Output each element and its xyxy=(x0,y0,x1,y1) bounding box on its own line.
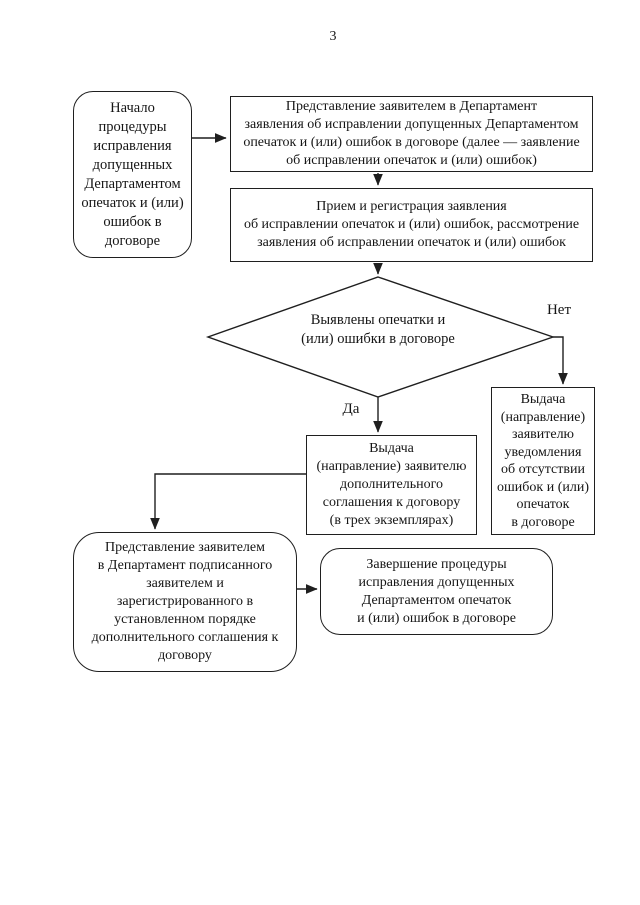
node-receive-register-application: Прием и регистрация заявления об исправл… xyxy=(230,188,593,262)
connector-decision-no xyxy=(553,336,568,385)
node-submit-application: Представление заявителем в Департамент з… xyxy=(230,96,593,172)
page-number: 3 xyxy=(329,29,337,44)
node-issue-no-errors-notification: Выдача (направление) заявителю уведомлен… xyxy=(491,387,595,535)
node-issue-supplementary-agreement: Выдача (направление) заявителю дополните… xyxy=(306,435,477,535)
node-decision-errors-found: Выявлены опечатки и (или) ошибки в догов… xyxy=(301,312,455,347)
node-submit-signed-agreement: Представление заявителем в Департамент п… xyxy=(73,532,297,672)
edge-label-yes: Да xyxy=(342,401,360,417)
node-start-terminal: Начало процедуры исправления допущенных … xyxy=(73,91,192,258)
node-finish-terminal: Завершение процедуры исправления допущен… xyxy=(320,548,553,635)
connector-agreement-to-signed xyxy=(150,473,306,530)
edge-label-no: Нет xyxy=(546,302,572,318)
